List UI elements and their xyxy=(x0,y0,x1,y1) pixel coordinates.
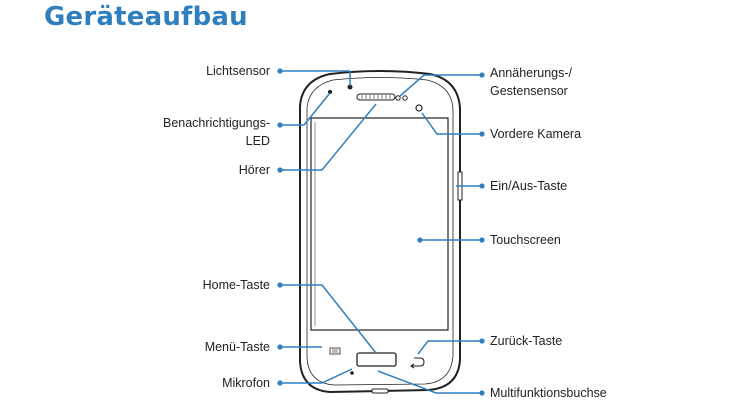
leader-hoerer xyxy=(280,103,377,171)
label-touchscreen: Touchscreen xyxy=(490,233,561,247)
leader-dots xyxy=(277,68,485,396)
label-led-line1: Benachrichtigungs- xyxy=(163,116,270,130)
leader-multifunktion xyxy=(377,370,482,394)
label-multifunktion: Multifunktionsbuchse xyxy=(490,386,607,400)
multipurpose-jack xyxy=(371,388,389,394)
label-hoerer: Hörer xyxy=(239,163,270,177)
phone-illustration xyxy=(299,70,463,394)
leader-naeherung xyxy=(399,74,482,97)
leader-kamera xyxy=(421,112,482,135)
home-key xyxy=(356,352,397,367)
right-labels: Annäherungs-/ Gestensensor Vordere Kamer… xyxy=(490,66,607,400)
label-zurueck: Zurück-Taste xyxy=(490,334,562,348)
left-labels: Lichtsensor Benachrichtigungs- LED Hörer… xyxy=(163,64,270,390)
leader-lines xyxy=(280,70,482,394)
label-mikrofon: Mikrofon xyxy=(222,376,270,390)
proximity-sensor-1 xyxy=(395,95,401,101)
earpiece-grill xyxy=(361,95,391,99)
label-naeherung-line2: Gestensensor xyxy=(490,84,568,98)
label-lichtsensor: Lichtsensor xyxy=(206,64,270,78)
proximity-sensor-2 xyxy=(402,95,408,101)
back-key-icon xyxy=(410,357,425,369)
leader-zurueck xyxy=(417,340,482,355)
front-camera xyxy=(415,104,423,112)
leader-led xyxy=(280,92,331,126)
label-naeherung-line1: Annäherungs-/ xyxy=(490,66,573,80)
earpiece-speaker xyxy=(356,93,396,101)
label-home: Home-Taste xyxy=(203,278,270,292)
label-menu: Menü-Taste xyxy=(205,340,270,354)
label-kamera: Vordere Kamera xyxy=(490,127,581,141)
label-led-line2: LED xyxy=(246,134,270,148)
phone-outer-body xyxy=(299,70,461,394)
display-screen xyxy=(310,117,449,331)
page-title: Geräteaufbau xyxy=(44,2,248,32)
menu-key-icon xyxy=(329,347,341,355)
leader-mikrofon xyxy=(280,368,353,384)
microphone xyxy=(350,371,354,375)
label-einaus: Ein/Aus-Taste xyxy=(490,179,567,193)
leader-home xyxy=(280,284,377,354)
phone-inner-rim xyxy=(306,77,454,386)
